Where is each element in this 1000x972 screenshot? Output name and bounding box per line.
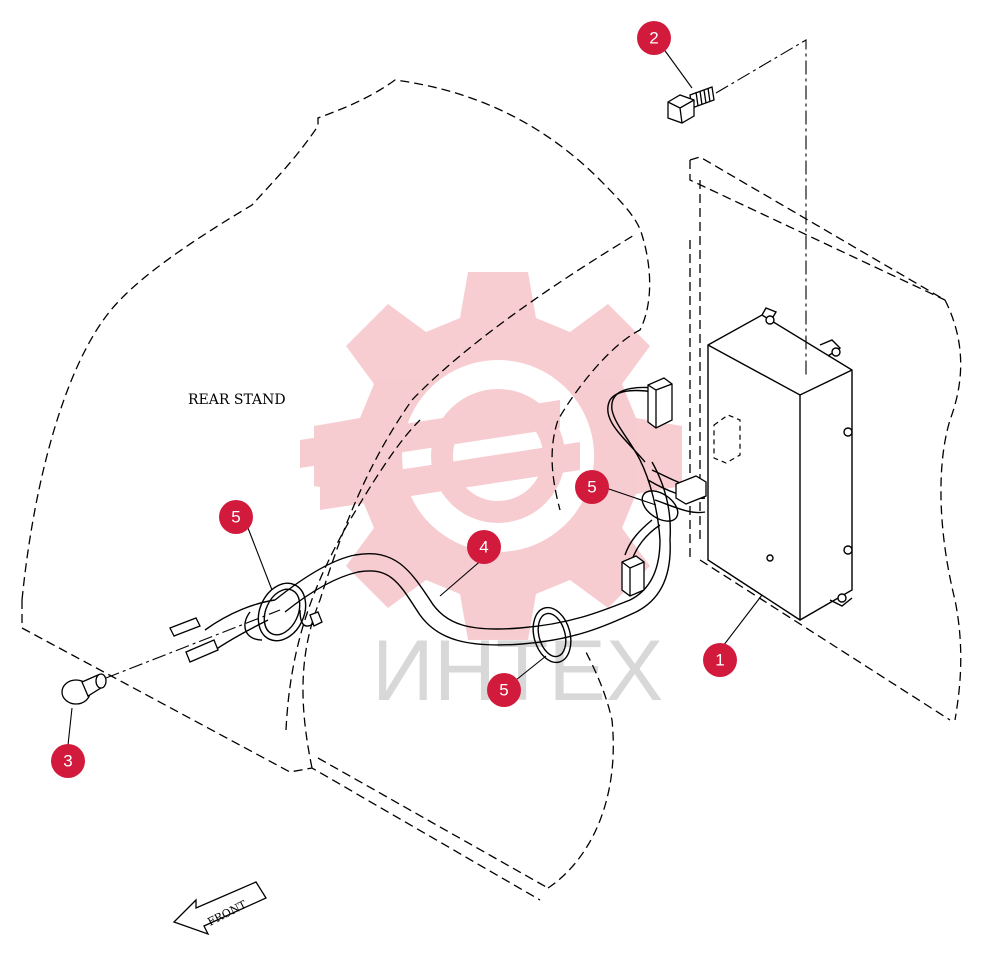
control-box bbox=[707, 307, 853, 621]
band-clamp-left bbox=[257, 582, 307, 642]
callout-circle bbox=[51, 744, 85, 778]
callout-number: 2 bbox=[649, 29, 658, 48]
leader-4 bbox=[439, 557, 485, 597]
watermark-text: ИНТЕХ bbox=[372, 623, 663, 719]
bolt-centerline bbox=[715, 39, 807, 378]
watermark-gear-logo bbox=[300, 272, 682, 640]
callout-2: 2 bbox=[637, 21, 671, 55]
callout-number: 5 bbox=[231, 508, 240, 527]
band-clamps bbox=[257, 490, 679, 664]
watermark-stripe bbox=[320, 442, 580, 510]
callout-3: 3 bbox=[51, 744, 85, 778]
front-arrow: FRONT bbox=[172, 881, 267, 936]
leader-5a bbox=[247, 527, 273, 591]
plug-end bbox=[185, 639, 219, 663]
plug-end bbox=[169, 617, 201, 637]
callout-4: 4 bbox=[467, 530, 501, 564]
watermark-stripe bbox=[300, 400, 560, 468]
harness-connectors bbox=[169, 377, 707, 663]
callout-number: 1 bbox=[715, 651, 724, 670]
leader-5b bbox=[605, 487, 657, 506]
leader-5c bbox=[515, 655, 547, 681]
callout-number: 5 bbox=[587, 478, 596, 497]
callout-number: 3 bbox=[63, 752, 72, 771]
connector-top bbox=[647, 377, 673, 429]
callout-5a: 5 bbox=[219, 500, 253, 534]
callout-1: 1 bbox=[703, 643, 737, 677]
band-clamp-middle bbox=[532, 606, 572, 664]
cap-plug bbox=[61, 673, 107, 705]
plug-end bbox=[309, 611, 323, 627]
callout-circle bbox=[703, 643, 737, 677]
callout-5b: 5 bbox=[575, 470, 609, 504]
callout-circle bbox=[575, 470, 609, 504]
callout-circle bbox=[487, 673, 521, 707]
leader-3 bbox=[67, 707, 73, 746]
watermark-gear bbox=[314, 272, 682, 640]
callout-5c: 5 bbox=[487, 673, 521, 707]
rear-stand-label: REAR STAND bbox=[188, 392, 286, 408]
rear-stand-outline bbox=[21, 79, 651, 901]
callout-circle bbox=[637, 21, 671, 55]
callout-circle bbox=[467, 530, 501, 564]
connector-bottom bbox=[621, 555, 645, 597]
front-arrow-shape bbox=[172, 881, 267, 936]
leader-1 bbox=[719, 594, 763, 651]
hidden-connector bbox=[713, 414, 741, 464]
callout-circle bbox=[219, 500, 253, 534]
connector-middle bbox=[675, 475, 707, 505]
bolt bbox=[667, 86, 715, 124]
leader-2 bbox=[662, 47, 693, 89]
leader-lines bbox=[67, 47, 763, 746]
band-clamp-right bbox=[641, 490, 679, 522]
cap-centerline bbox=[105, 609, 281, 679]
callout-number: 4 bbox=[479, 538, 488, 557]
callout-number: 5 bbox=[499, 681, 508, 700]
